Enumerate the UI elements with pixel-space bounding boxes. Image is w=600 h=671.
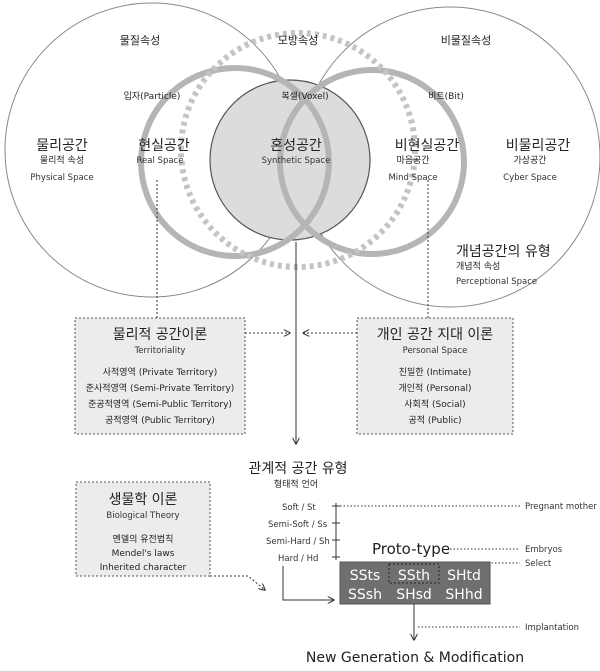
relational-item: Hard / Hd xyxy=(278,554,318,564)
material-attribute-label: 물질속성 xyxy=(120,34,160,47)
personal-space-en: Personal Space xyxy=(403,346,468,356)
implantation-note: Implantation xyxy=(525,623,579,633)
biology-en: Biological Theory xyxy=(106,511,179,521)
personal-item: 개인적 (Personal) xyxy=(399,382,472,394)
personal-item: 공적 (Public) xyxy=(408,414,461,426)
embryos-note: Embryos xyxy=(525,545,563,555)
perceptional-space-en: Perceptional Space xyxy=(456,277,537,287)
biology-title: 생물학 이론 xyxy=(109,492,178,508)
proto-type-title: Proto-type xyxy=(372,540,450,558)
bit-label: 비트(Bit) xyxy=(428,91,464,102)
territory-item: 준사적영역 (Semi-Private Territory) xyxy=(86,382,235,394)
mimetic-attribute-label: 모방속성 xyxy=(278,34,318,47)
relational-item: Soft / St xyxy=(282,503,316,513)
personal-space-box xyxy=(356,317,514,435)
biology-item: 멘델의 유전법칙 xyxy=(113,533,174,545)
biology-item: Inherited character xyxy=(100,563,187,573)
personal-item: 친밀한 (Intimate) xyxy=(399,366,471,378)
territory-item: 공적영역 (Public Territory) xyxy=(105,414,215,426)
proto-cell: SHhd xyxy=(445,587,482,603)
territory-item: 준공적영역 (Semi-Public Territory) xyxy=(88,398,232,410)
synthetic-space-title: 혼성공간 xyxy=(270,138,322,154)
nonphysical-space-title: 비물리공간 xyxy=(506,138,571,154)
mind-space-en: Mind Space xyxy=(388,173,437,183)
relational-sub: 형태적 언어 xyxy=(274,478,318,490)
real-space-title: 현실공간 xyxy=(138,138,190,154)
unreal-space-sub: 마음공간 xyxy=(396,155,429,166)
mimetic-attribute-circle xyxy=(178,30,418,270)
relational-item: Semi-Soft / Ss xyxy=(268,520,328,530)
proto-cell: SSts xyxy=(350,568,381,584)
biology-to-proto-arrow xyxy=(210,575,265,590)
nonphysical-space-sub: 가상공간 xyxy=(513,155,546,166)
personal-item: 사회적 (Social) xyxy=(404,398,465,410)
proto-selected-cell xyxy=(388,563,440,584)
proto-cell: SSth xyxy=(398,568,430,584)
proto-cell: SHsd xyxy=(396,587,432,603)
select-note: Select xyxy=(525,559,552,569)
proto-cell: SHtd xyxy=(447,568,481,584)
territoriality-en: Territoriality xyxy=(134,346,186,356)
physical-space-en: Physical Space xyxy=(30,173,93,183)
personal-space-title: 개인 공간 지대 이론 xyxy=(377,327,494,343)
conceptual-space-title: 개념공간의 유형 xyxy=(456,244,551,260)
particle-label: 입자(Particle) xyxy=(124,90,181,102)
pregnant-mother-note: Pregnant mother xyxy=(525,502,597,512)
relational-to-proto-arrow xyxy=(282,566,334,600)
bottom-label: New Generation & Modification xyxy=(306,650,524,666)
proto-cell: SSsh xyxy=(348,587,382,603)
biology-box xyxy=(75,481,211,577)
relational-title: 관계적 공간 유형 xyxy=(248,461,347,477)
mind-space-ring xyxy=(277,67,467,257)
real-space-ring xyxy=(138,65,332,259)
unreal-space-title: 비현실공간 xyxy=(395,138,460,154)
physical-space-sub: 물리적 속성 xyxy=(40,154,84,166)
immaterial-attribute-label: 비물질속성 xyxy=(441,34,492,47)
conceptual-space-sub: 개념적 속성 xyxy=(456,260,500,272)
territory-item: 사적영역 (Private Territory) xyxy=(103,366,218,378)
synthetic-space-en: Synthetic Space xyxy=(262,156,331,166)
territoriality-box xyxy=(74,317,246,435)
territoriality-title: 물리적 공간이론 xyxy=(113,327,208,343)
biology-item: Mendel's laws xyxy=(112,549,175,559)
voxel-label: 복셀(Voxel) xyxy=(281,91,328,102)
relational-item: Semi-Hard / Sh xyxy=(266,537,330,547)
real-space-en: Real Space xyxy=(137,156,184,166)
cyber-space-en: Cyber Space xyxy=(503,173,557,183)
physical-space-title: 물리공간 xyxy=(36,138,88,154)
